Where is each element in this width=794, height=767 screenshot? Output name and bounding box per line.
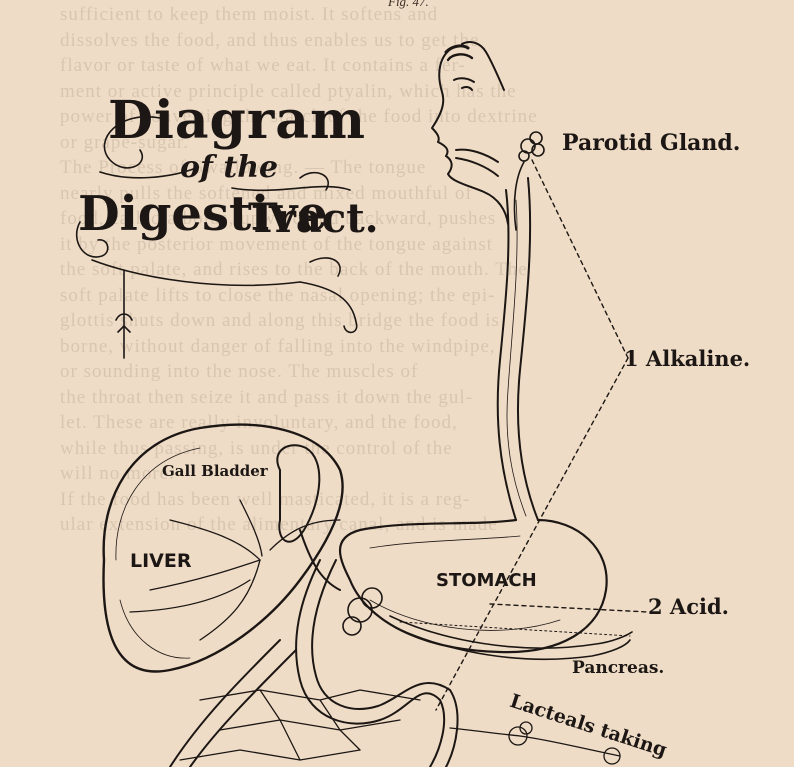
leader-lines [435, 159, 649, 711]
title-line-tract: Tract. [248, 195, 379, 242]
label-stomach: STOMACH [436, 570, 537, 591]
title-line-diagram: Diagram [108, 90, 367, 151]
label-parotid-gland: Parotid Gland. [562, 130, 741, 156]
figure-number: Fig. 47. [388, 0, 429, 9]
bleed-through-text: sufficient to keep them moist. It soften… [60, 4, 538, 535]
pancreas-shape [342, 587, 633, 661]
label-pancreas: Pancreas. [572, 658, 665, 678]
label-liver: LIVER [130, 550, 192, 572]
label-alkaline: 1 Alkaline. [624, 346, 751, 371]
esophagus [496, 177, 539, 521]
title-line-digestive: Digestive [78, 186, 328, 242]
label-gall-bladder: Gall Bladder [162, 462, 268, 480]
liver-vessels [129, 499, 341, 641]
liver-shape [102, 423, 344, 673]
intestines [169, 559, 459, 767]
lacteal-network [179, 689, 621, 765]
title-flourishes [75, 115, 358, 359]
head-profile [431, 41, 509, 225]
parotid-gland [513, 131, 545, 231]
label-acid: 2 Acid. [648, 594, 729, 619]
title-line-of-the: of the [180, 150, 279, 185]
